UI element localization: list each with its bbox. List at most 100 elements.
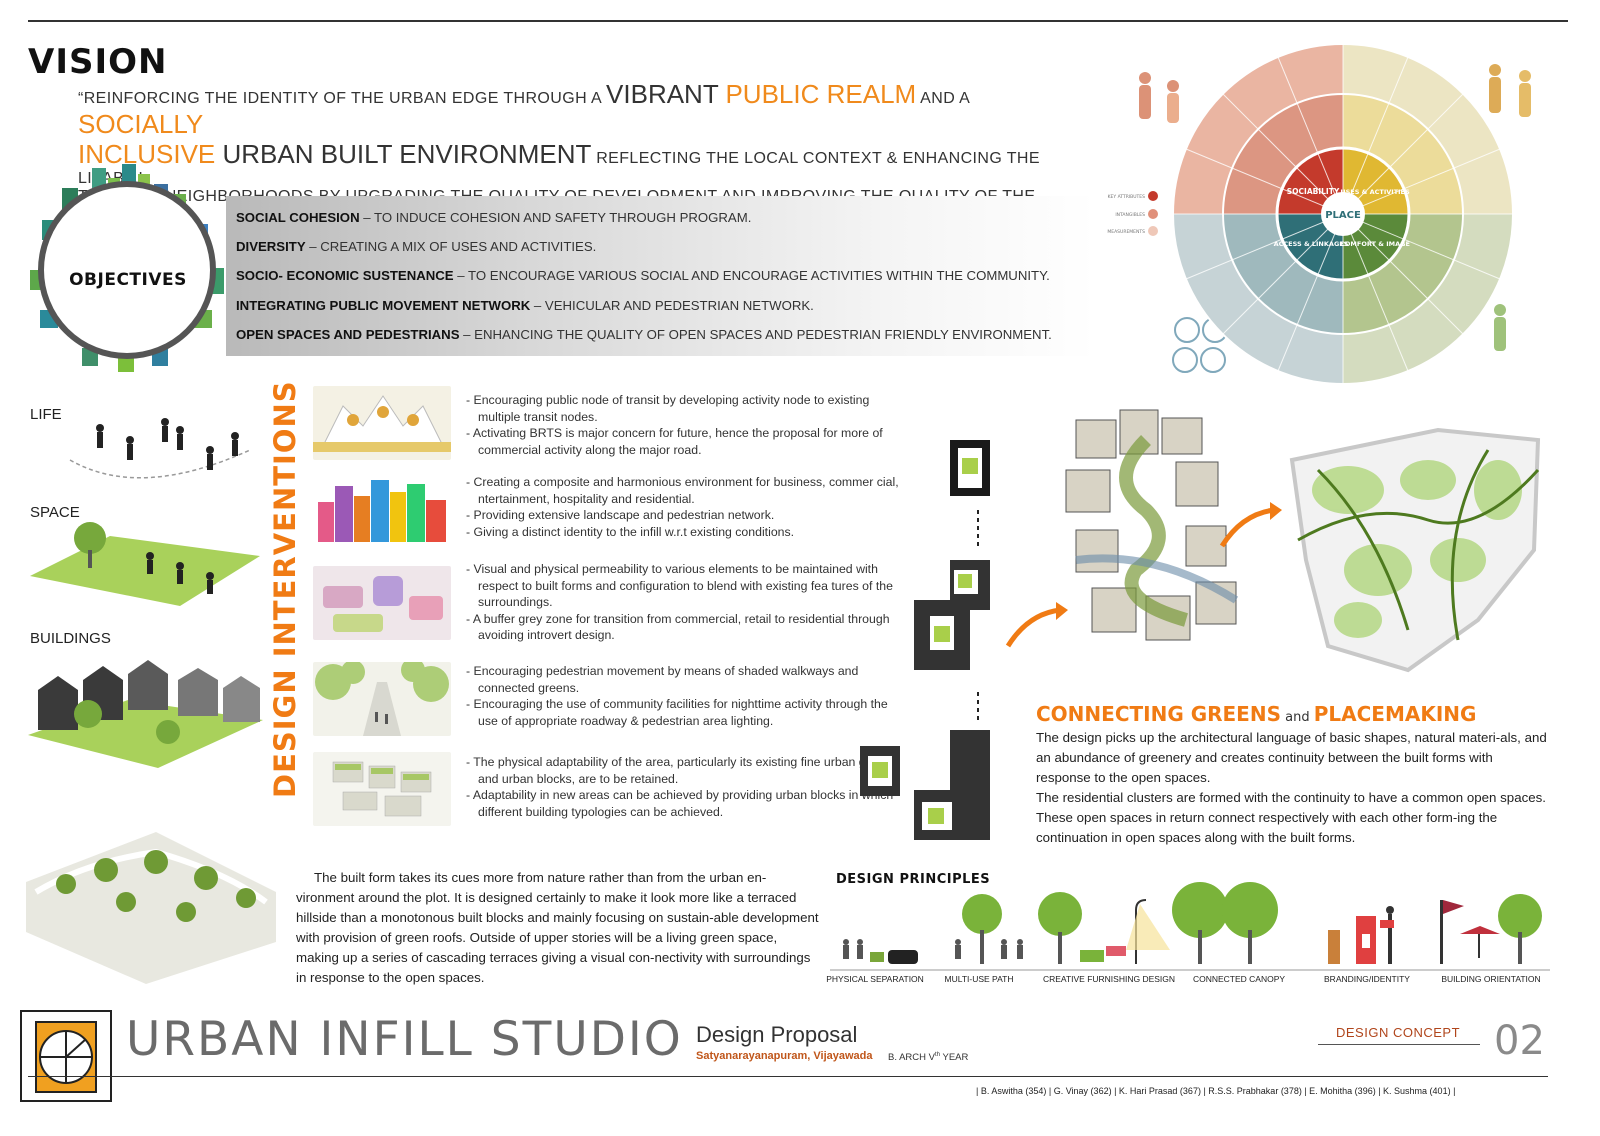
intervention-bullet: - A buffer grey zone for transition from… (466, 611, 890, 643)
vision-title: VISION (28, 42, 168, 82)
thumb-transit-nodes (313, 386, 451, 460)
intervention-bullet: - Encouraging public node of transit by … (466, 393, 870, 424)
objective-text: – TO ENCOURAGE VARIOUS SOCIAL AND ENCOUR… (453, 268, 1050, 284)
objective-text: – VEHICULAR AND PEDESTRIAN NETWORK. (530, 297, 814, 313)
vision-quote-line-1: “REINFORCING THE IDENTITY OF THE URBAN E… (78, 79, 1088, 140)
connecting-greens-title: CONNECTING GREENS and PLACEMAKING (1036, 702, 1476, 726)
buildings-graphic (28, 660, 263, 768)
place-quadrant-access: ACCESS & LINKAGES (1274, 240, 1349, 248)
place-diagram-people-figures (1139, 64, 1531, 373)
intervention-block-5: - The physical adaptability of the area,… (466, 754, 906, 820)
vision-quote-line-2: INCLUSIVE URBAN BUILT ENVIRONMENT REFLEC… (78, 138, 1088, 188)
arrow-icon (1219, 502, 1282, 548)
quote-line2-part-1: URBAN BUILT ENVIRONMENT (215, 138, 592, 169)
quote-line1-part-3: AND A (916, 90, 970, 107)
footer-rule (28, 1076, 1548, 1077)
objective-item: SOCIAL COHESION – TO INDUCE COHESION AND… (236, 210, 751, 225)
cg-title-a: CONNECTING GREENS (1036, 702, 1281, 726)
principle-branding-identity: BRANDING/IDENTITY (1324, 974, 1410, 984)
label-life: LIFE (30, 406, 62, 423)
place-quadrant-comfort: COMFORT & IMAGE (1340, 240, 1410, 248)
studio-title: URBAN INFILL STUDIO (126, 1012, 683, 1067)
label-buildings: BUILDINGS (30, 630, 111, 647)
sheet-title: DESIGN CONCEPT (1336, 1025, 1461, 1040)
objective-heading: SOCIO- ECONOMIC SUSTENANCE (236, 268, 454, 284)
space-green-graphic (30, 522, 260, 606)
cg-paragraph: The residential clusters are formed with… (1036, 790, 1546, 845)
course-year-a: B. ARCH V (888, 1052, 935, 1064)
intervention-bullet: - Encouraging the use of community facil… (466, 697, 888, 728)
place-legend: KEY ATTRIBUTES INTANGIBLES MEASUREMENTS (1107, 191, 1158, 236)
built-form-text: The built form takes its cues more from … (296, 870, 819, 985)
objective-heading: DIVERSITY (236, 239, 306, 255)
thumb-mixed-use-buildings (313, 472, 451, 546)
objective-text: – CREATING A MIX OF USES AND ACTIVITIES. (305, 239, 597, 255)
place-diagram: PLACE SOCIABILITY USES & ACTIVITIES ACCE… (1107, 43, 1531, 385)
team-members: | B. Aswitha (354) | G. Vinay (362) | K.… (976, 1086, 1456, 1096)
objective-item: INTEGRATING PUBLIC MOVEMENT NETWORK – VE… (236, 298, 814, 313)
objective-heading: OPEN SPACES AND PEDESTRIANS (236, 326, 460, 342)
cg-title-and: and (1280, 710, 1314, 725)
principle-connected-canopy: CONNECTED CANOPY (1192, 974, 1286, 984)
sheet-number: 02 (1494, 1018, 1545, 1064)
place-quadrant-uses: USES & ACTIVITIES (1340, 188, 1410, 196)
cluster-plan-diagrams (860, 440, 990, 840)
objectives-globe-graphic (30, 164, 224, 372)
quote-line2-part-0: INCLUSIVE (78, 138, 216, 169)
principle-physical-separation: PHYSICAL SEPARATION (826, 974, 924, 984)
objective-item: DIVERSITY – CREATING A MIX OF USES AND A… (236, 239, 596, 254)
principle-multi-use-path: MULTI-USE PATH (944, 974, 1014, 984)
cg-paragraph: The design picks up the architectural la… (1036, 730, 1547, 785)
green-sketch-diagram (1065, 409, 1239, 641)
thumb-permeability (313, 566, 451, 640)
objective-heading: INTEGRATING PUBLIC MOVEMENT NETWORK (236, 297, 531, 313)
site-green-network-map (1289, 427, 1541, 673)
legend-key-attributes: KEY ATTRIBUTES (1108, 194, 1146, 200)
life-people-graphic (69, 418, 251, 479)
site-location: Satyanarayanapuram, Vijayawada (696, 1050, 873, 1062)
top-rule (28, 20, 1568, 22)
design-interventions-title: DESIGN INTERVENTIONS (268, 380, 302, 798)
intervention-block-2: - Creating a composite and harmonious en… (466, 474, 906, 540)
course-year-sup: th (935, 1052, 941, 1058)
intervention-bullet: - Encouraging pedestrian movement by mea… (466, 664, 859, 695)
quote-line1-part-4: SOCIALLY (78, 108, 204, 139)
quote-line1-part-1: VIBRANT (606, 79, 726, 109)
legend-measurements: MEASUREMENTS (1107, 229, 1145, 235)
legend-intangibles: INTANGIBLES (1115, 212, 1145, 218)
intervention-block-1: - Encouraging public node of transit by … (466, 392, 906, 458)
quote-line1-part-2: PUBLIC REALM (725, 79, 917, 109)
intervention-bullet: - Creating a composite and harmonious en… (466, 475, 899, 506)
principle-building-orientation: BUILDING ORIENTATION (1441, 974, 1541, 984)
principle-creative-furnishing: CREATIVE FURNISHING DESIGN (1042, 974, 1176, 984)
design-principles-illustrations (830, 882, 1550, 971)
connecting-greens-body: The design picks up the architectural la… (1036, 728, 1548, 848)
intervention-bullet: - Visual and physical permeability to va… (466, 562, 893, 609)
sheet-title-rule (1318, 1044, 1480, 1045)
cg-title-b: PLACEMAKING (1313, 702, 1477, 726)
school-logo (20, 1010, 112, 1102)
terraced-building-render (26, 832, 276, 984)
intervention-bullet: - Providing extensive landscape and pede… (466, 508, 775, 522)
intervention-bullet: - The physical adaptability of the area,… (466, 755, 887, 786)
design-proposal: Design Proposal (696, 1022, 858, 1047)
course-year: B. ARCH Vth YEAR (888, 1052, 968, 1063)
thumb-urban-blocks (313, 752, 451, 826)
objective-text: – TO INDUCE COHESION AND SAFETY THROUGH … (359, 210, 752, 225)
objective-text: – ENHANCING THE QUALITY OF OPEN SPACES A… (459, 326, 1052, 342)
intervention-bullet: - Adaptability in new areas can be achie… (466, 788, 894, 819)
place-center-label: PLACE (1325, 210, 1361, 221)
arrow-icon-2 (1005, 602, 1068, 648)
intervention-bullet: - Activating BRTS is major concern for f… (466, 426, 883, 457)
objectives-label: OBJECTIVES (69, 270, 187, 290)
objective-heading: SOCIAL COHESION (236, 210, 360, 225)
objective-item: OPEN SPACES AND PEDESTRIANS – ENHANCING … (236, 327, 1052, 342)
intervention-block-3: - Visual and physical permeability to va… (466, 561, 906, 644)
label-space: SPACE (30, 504, 80, 521)
intervention-block-4: - Encouraging pedestrian movement by mea… (466, 663, 906, 729)
objective-item: SOCIO- ECONOMIC SUSTENANCE – TO ENCOURAG… (236, 268, 1050, 283)
quote-line1-part-0: “REINFORCING THE IDENTITY OF THE URBAN E… (78, 90, 607, 107)
place-quadrant-sociability: SOCIABILITY (1287, 187, 1340, 196)
design-principles-title: DESIGN PRINCIPLES (836, 872, 991, 887)
objectives-band (226, 196, 1096, 356)
